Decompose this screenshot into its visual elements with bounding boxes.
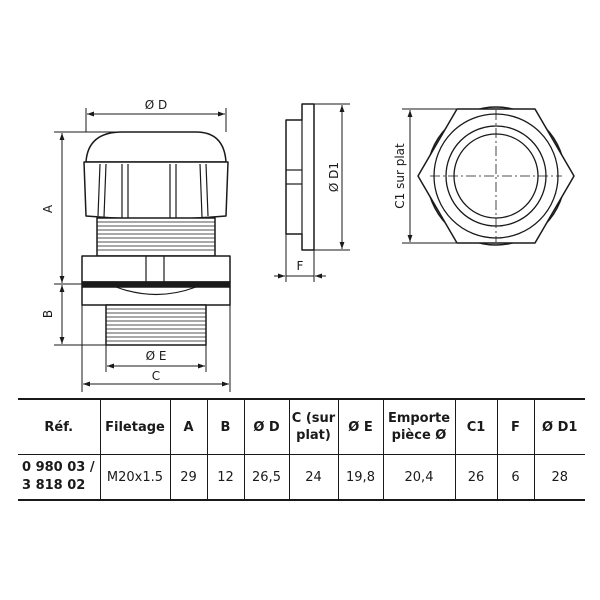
- header-oe: Ø E: [337, 398, 384, 455]
- label-a: A: [41, 204, 55, 213]
- cell-b: 12: [206, 454, 245, 501]
- header-f: F: [496, 398, 535, 455]
- cell-oe: 19,8: [337, 454, 384, 501]
- label-f: F: [297, 259, 304, 273]
- header-ref: Réf.: [18, 398, 101, 455]
- side-view-dimensions: [54, 108, 231, 392]
- cell-filetage: M20x1.5: [99, 454, 171, 501]
- header-od1: Ø D1: [533, 398, 585, 455]
- header-filetage: Filetage: [99, 398, 171, 455]
- cell-c1: 26: [454, 454, 498, 501]
- table-row: 0 980 03 /3 818 02 M20x1.5 29 12 26,5 24…: [18, 454, 585, 501]
- locknut-profile-dimensions: [274, 103, 350, 282]
- label-b: B: [41, 310, 55, 318]
- cell-od: 26,5: [243, 454, 290, 501]
- header-c1: C1: [454, 398, 498, 455]
- cell-emporte-piece: 20,4: [382, 454, 456, 501]
- cell-c: 24: [288, 454, 339, 501]
- header-a: A: [169, 398, 208, 455]
- cell-od1: 28: [533, 454, 585, 501]
- label-od1: Ø D1: [327, 162, 341, 192]
- cell-a: 29: [169, 454, 208, 501]
- header-od: Ø D: [243, 398, 290, 455]
- locknut-side-profile: [285, 103, 315, 251]
- label-c: C: [152, 369, 160, 383]
- cell-f: 6: [496, 454, 535, 501]
- locknut-front-dimensions: [402, 108, 457, 244]
- label-c1: C1 sur plat: [393, 143, 407, 209]
- locknut-front-view: [417, 106, 575, 246]
- cell-ref: 0 980 03 /3 818 02: [18, 454, 101, 501]
- cable-gland-side-view: [81, 131, 231, 346]
- header-b: B: [206, 398, 245, 455]
- label-oe: Ø E: [146, 349, 167, 363]
- label-od: Ø D: [145, 98, 168, 112]
